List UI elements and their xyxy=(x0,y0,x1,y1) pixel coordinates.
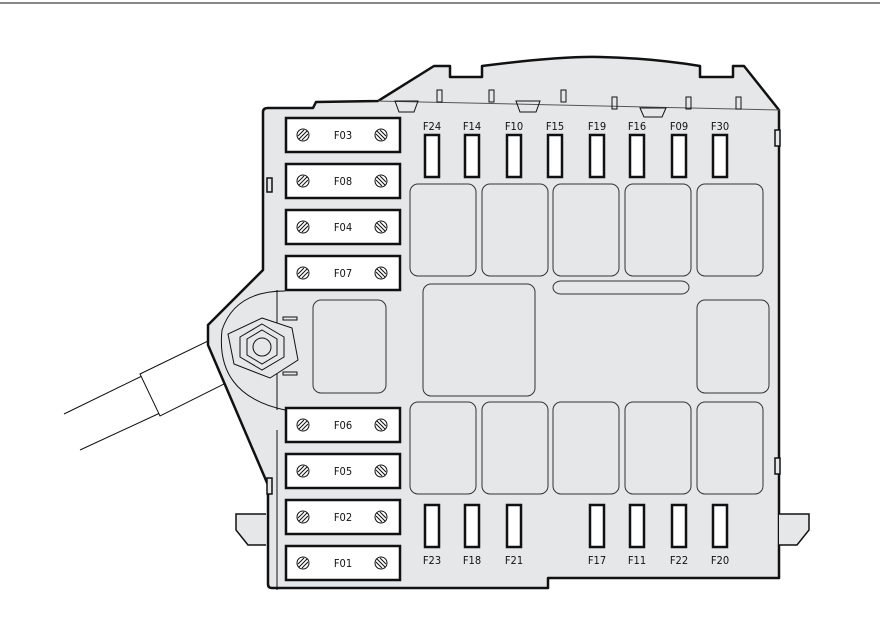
maxi-fuse-f08[interactable]: F08 xyxy=(284,162,402,200)
fuse-label: F22 xyxy=(670,554,688,567)
fuse-f16[interactable]: F16 xyxy=(628,120,646,179)
fuse-f21[interactable]: F21 xyxy=(505,503,523,567)
screw-icon xyxy=(374,266,388,280)
fuse-label: F24 xyxy=(423,120,441,133)
fuse-f30[interactable]: F30 xyxy=(711,120,729,179)
screw-icon xyxy=(374,418,388,432)
top-clips xyxy=(377,89,781,118)
fuse-label: F01 xyxy=(334,557,352,570)
relay-socket xyxy=(312,299,387,394)
screw-icon xyxy=(296,556,310,570)
maxi-fuse-f04[interactable]: F04 xyxy=(284,208,402,246)
screw-icon xyxy=(296,510,310,524)
fuse-f15[interactable]: F15 xyxy=(546,120,564,179)
maxi-fuse-f02[interactable]: F02 xyxy=(284,498,402,536)
fuse-label: F05 xyxy=(334,465,352,478)
fuse-f09[interactable]: F09 xyxy=(670,120,688,179)
large-relay-socket xyxy=(422,283,536,397)
relay-socket xyxy=(409,183,477,277)
relay-socket xyxy=(624,183,692,277)
maxi-fuse-f01[interactable]: F01 xyxy=(284,544,402,582)
relay-socket xyxy=(552,401,620,495)
side-tabs xyxy=(235,129,810,546)
top-fuse-row: F24 F14 F10 F15 F19 F16 F09 F30 xyxy=(423,120,729,179)
relay-socket xyxy=(696,183,764,277)
fuse-label: F04 xyxy=(334,221,352,234)
relay-socket xyxy=(409,401,477,495)
relay-socket xyxy=(481,183,549,277)
maxi-fuse-f06[interactable]: F06 xyxy=(284,406,402,444)
fuse-label: F23 xyxy=(423,554,441,567)
relay-socket xyxy=(552,183,620,277)
fuse-f14[interactable]: F14 xyxy=(463,120,481,179)
fuse-f11[interactable]: F11 xyxy=(628,503,646,567)
fuse-f19[interactable]: F19 xyxy=(588,120,606,179)
maxi-fuse-f05[interactable]: F05 xyxy=(284,452,402,490)
screw-icon xyxy=(296,266,310,280)
screw-icon xyxy=(296,174,310,188)
fuse-label: F11 xyxy=(628,554,646,567)
bottom-fuse-row: F23 F18 F21 F17 F11 F22 F20 xyxy=(423,503,729,567)
slot xyxy=(552,280,690,295)
fuse-label: F18 xyxy=(463,554,481,567)
relay-socket xyxy=(696,299,770,394)
fuse-label: F10 xyxy=(505,120,523,133)
maxi-fuse-f07[interactable]: F07 xyxy=(284,254,402,292)
fuse-label: F17 xyxy=(588,554,606,567)
screw-icon xyxy=(374,556,388,570)
fuse-label: F14 xyxy=(463,120,481,133)
fuse-f18[interactable]: F18 xyxy=(463,503,481,567)
fuse-f17[interactable]: F17 xyxy=(588,503,606,567)
battery-cable xyxy=(63,339,233,451)
fuse-label: F30 xyxy=(711,120,729,133)
fuse-label: F08 xyxy=(334,175,352,188)
fuse-label: F07 xyxy=(334,267,352,280)
fuse-label: F20 xyxy=(711,554,729,567)
fuse-f20[interactable]: F20 xyxy=(711,503,729,567)
screw-icon xyxy=(374,464,388,478)
relay-socket xyxy=(696,401,764,495)
battery-terminal-nut-icon xyxy=(227,316,299,379)
fuse-f23[interactable]: F23 xyxy=(423,503,441,567)
fuse-label: F06 xyxy=(334,419,352,432)
fuse-label: F19 xyxy=(588,120,606,133)
relay-sockets xyxy=(312,183,770,495)
screw-icon xyxy=(296,418,310,432)
fuse-f24[interactable]: F24 xyxy=(423,120,441,179)
relay-socket xyxy=(624,401,692,495)
maxi-fuse-f03[interactable]: F03 xyxy=(284,116,402,154)
fuse-label: F21 xyxy=(505,554,523,567)
relay-socket xyxy=(481,401,549,495)
fuse-label: F09 xyxy=(670,120,688,133)
screw-icon xyxy=(296,464,310,478)
fuse-label: F02 xyxy=(334,511,352,524)
screw-icon xyxy=(374,128,388,142)
screw-icon xyxy=(296,220,310,234)
screw-icon xyxy=(374,510,388,524)
fuse-f22[interactable]: F22 xyxy=(670,503,688,567)
fuse-label: F15 xyxy=(546,120,564,133)
screw-icon xyxy=(296,128,310,142)
fuse-label: F16 xyxy=(628,120,646,133)
screw-icon xyxy=(374,174,388,188)
fuse-f10[interactable]: F10 xyxy=(505,120,523,179)
screw-icon xyxy=(374,220,388,234)
fuse-label: F03 xyxy=(334,129,352,142)
